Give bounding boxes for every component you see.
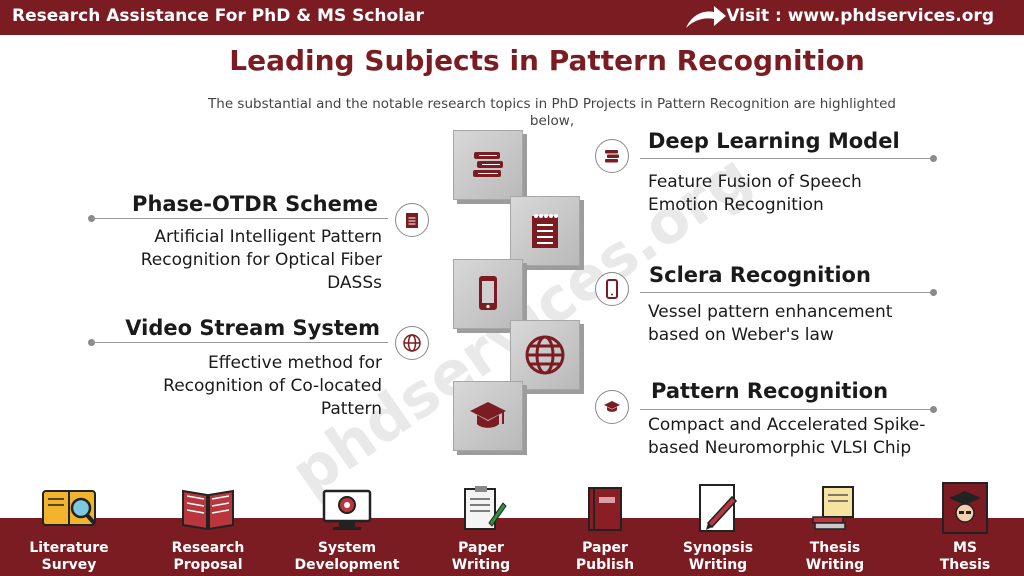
topic-3-icon-circle <box>595 272 629 306</box>
notepad-icon <box>532 214 558 248</box>
scroll-icon <box>812 486 854 530</box>
footer-ms-line2: Thesis <box>939 557 991 573</box>
topic-5-desc: Compact and Accelerated Spike-based Neur… <box>648 415 926 458</box>
page-title: Leading Subjects in Pattern Recognition <box>229 44 865 77</box>
topic-5-heading: Pattern Recognition <box>651 379 889 403</box>
topic-4-icon-circle <box>395 326 429 360</box>
mobile-small-icon <box>606 279 618 299</box>
topic-3-heading: Sclera Recognition <box>649 263 871 287</box>
page-subtitle: The substantial and the notable research… <box>208 96 896 129</box>
footer-synopsis-line2: Writing <box>688 557 748 573</box>
open-book-icon <box>182 489 234 531</box>
books-small-icon <box>605 150 619 163</box>
footer-thesis-line2: Writing <box>805 557 865 573</box>
topic-2-line <box>91 218 388 219</box>
topic-1-heading: Deep Learning Model <box>648 129 900 153</box>
footer-system-line1: System <box>317 540 377 556</box>
topic-5-icon-circle <box>595 390 629 424</box>
books-icon <box>473 152 503 177</box>
book-magnifier-icon <box>42 490 96 526</box>
clipboard-icon <box>464 486 507 530</box>
graduate-icon <box>942 482 988 534</box>
globe-icon <box>525 335 565 375</box>
footer-ms-line1: MS <box>952 540 977 556</box>
footer-paper-publish-line2: Publish <box>575 557 635 573</box>
footer-paper-writing-line1: Paper <box>458 540 504 556</box>
notepad-small-icon <box>406 213 418 228</box>
topic-3-dot <box>930 289 937 296</box>
topic-3-line <box>640 292 933 293</box>
arrow-icon <box>686 6 726 28</box>
topic-4-line <box>91 342 388 343</box>
footer-thesis-line1: Thesis <box>809 540 861 556</box>
topic-5-dot <box>930 406 937 413</box>
topic-4-desc: Effective method for Recognition of Co-l… <box>163 353 382 419</box>
footer-literature-line2: Survey <box>41 557 97 573</box>
topic-2-desc: Artificial Intelligent Pattern Recogniti… <box>140 227 382 293</box>
topic-1-dot <box>930 155 937 162</box>
website-link[interactable]: Visit : www.phdservices.org <box>726 6 994 26</box>
topic-2-icon-circle <box>395 203 429 237</box>
topic-2-heading: Phase-OTDR Scheme <box>132 192 378 216</box>
graduation-cap-icon <box>470 402 506 428</box>
pen-paper-icon <box>699 484 738 532</box>
footer-paper-writing-line2: Writing <box>451 557 511 573</box>
header-bar: Research Assistance For PhD & MS Scholar… <box>0 0 1024 35</box>
block-globe <box>510 320 580 390</box>
mobile-icon <box>479 276 497 310</box>
block-notepad <box>510 196 580 266</box>
footer-literature-line1: Literature <box>29 540 109 556</box>
graduation-small-icon <box>604 401 620 412</box>
footer-research-line2: Proposal <box>173 557 243 573</box>
footer-paper-publish-line1: Paper <box>582 540 628 556</box>
block-mobile <box>453 259 523 329</box>
topic-1-icon-circle <box>595 139 629 173</box>
footer-synopsis-line1: Synopsis <box>682 540 754 556</box>
closed-book-icon <box>588 487 622 531</box>
block-graduation <box>453 381 523 451</box>
topic-3-desc: Vessel pattern enhancement based on Webe… <box>648 302 893 345</box>
topic-5-line <box>640 409 933 410</box>
globe-small-icon <box>403 334 421 352</box>
footer-bar <box>0 518 1024 576</box>
block-books <box>453 130 523 200</box>
header-tagline: Research Assistance For PhD & MS Scholar <box>12 6 424 26</box>
topic-1-line <box>640 158 933 159</box>
topic-4-heading: Video Stream System <box>125 316 380 340</box>
footer-research-line1: Research <box>171 540 245 556</box>
footer-system-line2: Development <box>294 557 400 573</box>
topic-1-desc: Feature Fusion of Speech Emotion Recogni… <box>648 172 862 215</box>
monitor-gear-icon <box>322 489 372 530</box>
